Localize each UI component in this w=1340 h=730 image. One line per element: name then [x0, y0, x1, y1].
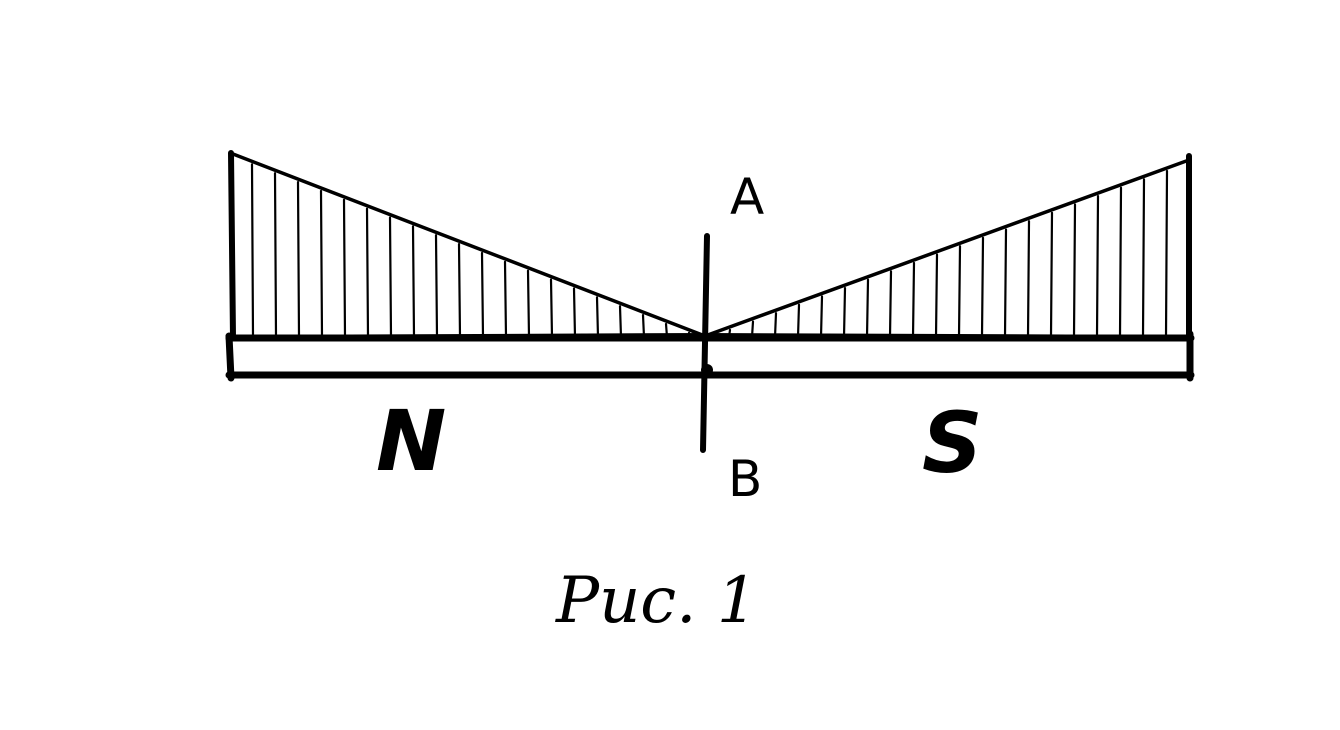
right-hatch-line — [1003, 228, 1008, 339]
left-field-slope — [231, 152, 707, 338]
pole-label-north: N — [376, 392, 446, 490]
left-hatch-line — [319, 189, 324, 339]
left-hatch-line — [388, 216, 393, 339]
right-hatch-line — [1164, 169, 1169, 339]
right-field-slope — [703, 158, 1191, 338]
left-hatch-line — [434, 234, 439, 339]
left-hatch-line — [273, 172, 278, 339]
point-label-b: B — [728, 450, 762, 508]
left-hatch-line — [457, 243, 462, 339]
right-hatch-line — [1141, 178, 1146, 339]
left-field-hatching — [250, 163, 692, 339]
left-hatch-line — [342, 198, 347, 339]
right-hatch-line — [842, 286, 847, 339]
right-hatch-line — [865, 278, 870, 339]
left-hatch-line — [480, 251, 485, 339]
right-hatch-line — [1095, 194, 1100, 339]
left-hatch-line — [526, 269, 531, 339]
left-hatch-line — [503, 260, 508, 339]
right-hatch-line — [773, 312, 778, 339]
magnet-left-end — [225, 332, 235, 382]
right-hatch-line — [1026, 220, 1031, 339]
right-hatch-line — [911, 261, 916, 339]
right-hatch-line — [1072, 203, 1077, 339]
right-hatch-line — [796, 303, 801, 339]
right-hatch-line — [888, 270, 893, 339]
left-hatch-line — [618, 305, 623, 339]
right-hatch-line — [957, 245, 962, 339]
left-hatch-line — [365, 207, 370, 339]
left-hatch-line — [572, 287, 577, 339]
right-hatch-line — [819, 295, 824, 339]
right-field-hatching — [727, 169, 1169, 339]
left-hatch-line — [411, 225, 416, 339]
neutral-line-ab — [700, 233, 710, 453]
left-hatch-line — [296, 180, 301, 339]
left-hatch-line — [595, 296, 600, 339]
point-label-a: A — [730, 168, 764, 226]
right-hatch-line — [1049, 211, 1054, 339]
right-hatch-line — [980, 236, 985, 339]
left-hatch-line — [549, 278, 554, 339]
figure-caption: Рис. 1 — [555, 564, 758, 638]
neutral-point-dot — [701, 364, 713, 376]
pole-label-south: S — [922, 394, 983, 492]
left-hatch-line — [250, 163, 255, 339]
right-hatch-line — [1118, 186, 1123, 339]
right-hatch-line — [934, 253, 939, 339]
